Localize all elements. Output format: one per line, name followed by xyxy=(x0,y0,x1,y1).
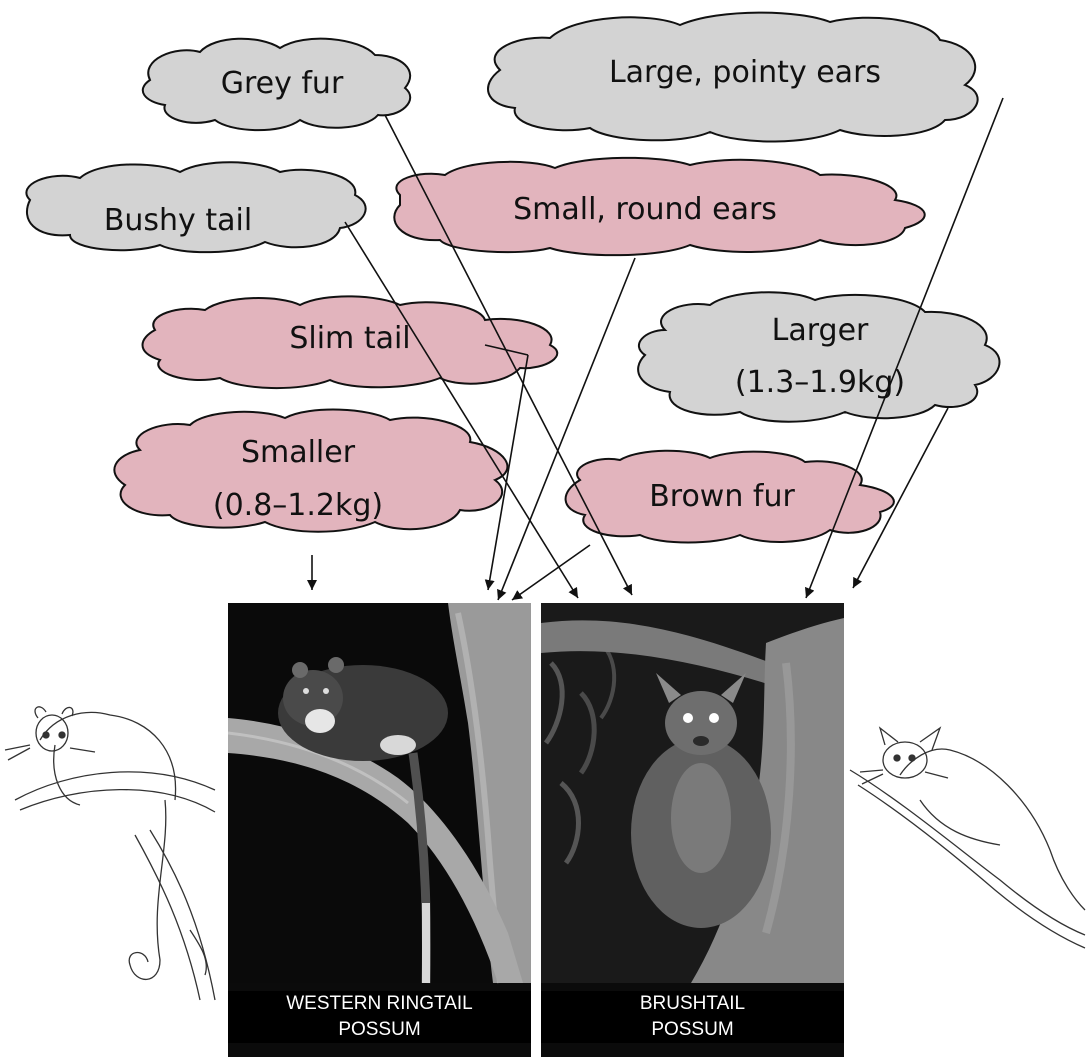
cloud-label-line1: Larger xyxy=(772,313,869,348)
cloud-label-line2: (1.3–1.9kg) xyxy=(735,365,905,400)
brushtail-sketch-illustration xyxy=(850,728,1085,948)
arrow-bushy-tail-to-brushtail xyxy=(345,222,578,598)
caption-line1: WESTERN RINGTAIL xyxy=(228,991,531,1017)
cloud-label: Brown fur xyxy=(649,479,795,514)
ringtail-photo-image xyxy=(228,603,531,1057)
cloud-label-line1: Smaller xyxy=(241,435,356,470)
caption-line2: POSSUM xyxy=(541,1017,844,1043)
cloud-brown-fur: Brown fur xyxy=(566,451,894,543)
cloud-bushy-tail: Bushy tail xyxy=(26,162,365,252)
cloud-label: Large, pointy ears xyxy=(609,55,881,90)
brushtail-caption: BRUSHTAIL POSSUM xyxy=(541,991,844,1043)
cloud-label: Grey fur xyxy=(221,66,344,101)
cloud-small-round-ears: Small, round ears xyxy=(394,158,924,255)
cloud-grey-fur: Grey fur xyxy=(143,39,410,131)
caption-line1: BRUSHTAIL xyxy=(541,991,844,1017)
ringtail-possum-photo: WESTERN RINGTAIL POSSUM xyxy=(228,603,531,1057)
cloud-smaller: Smaller (0.8–1.2kg) xyxy=(114,410,507,532)
ringtail-caption: WESTERN RINGTAIL POSSUM xyxy=(228,991,531,1043)
cloud-label: Small, round ears xyxy=(513,192,777,227)
cloud-large-pointy-ears: Large, pointy ears xyxy=(488,13,978,142)
brushtail-possum-photo: BRUSHTAIL POSSUM xyxy=(541,603,844,1057)
cloud-slim-tail: Slim tail xyxy=(143,296,558,388)
arrow-small-ears-to-ringtail xyxy=(498,258,635,600)
cloud-label: Bushy tail xyxy=(104,203,252,238)
cloud-label: Slim tail xyxy=(289,321,410,356)
ringtail-sketch-illustration xyxy=(5,707,215,1000)
caption-line2: POSSUM xyxy=(228,1017,531,1043)
cloud-larger: Larger (1.3–1.9kg) xyxy=(638,292,999,422)
brushtail-photo-image xyxy=(541,603,844,1057)
cloud-label-line2: (0.8–1.2kg) xyxy=(213,488,383,523)
